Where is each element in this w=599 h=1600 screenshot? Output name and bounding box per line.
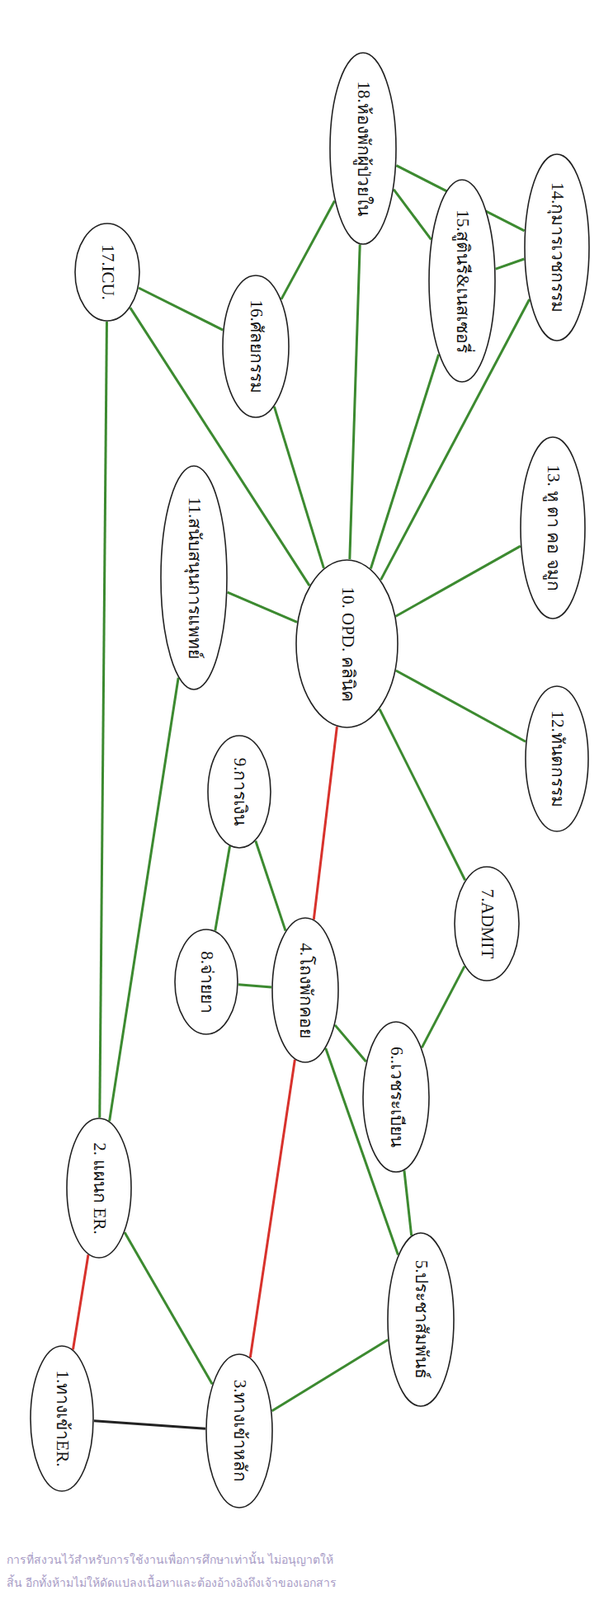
connector-line (313, 726, 337, 920)
connector-line (495, 259, 525, 269)
connector-line (94, 1421, 206, 1430)
watermark-text: สิ้น อีกทั้งห้ามไม่ให้ดัดแปลงเนื้อหาและต… (6, 1574, 337, 1593)
room-ellipse: 1.ทางเข้าER. (29, 1345, 95, 1493)
room-label: 8.จ่ายยา (195, 951, 217, 1015)
room-label: 17.ICU. (96, 244, 118, 301)
room-label: 9.การเงิน (228, 758, 250, 827)
room-ellipse: 16.ศัลยกรรม (221, 274, 290, 419)
connector-line (124, 1232, 213, 1385)
connector-line (99, 321, 108, 1118)
connector-line (249, 1060, 295, 1359)
connector-line (238, 985, 272, 988)
room-ellipse: 15.สูตินรี&เนสเซอรี่ (428, 179, 496, 383)
room-label: 6..เวชระเบียน (385, 1047, 406, 1148)
connector-line (109, 678, 180, 1123)
connector-line (349, 245, 360, 561)
room-label: 5.ประชาสัมพันธ์ (410, 1260, 431, 1381)
room-ellipse: 18.ห้องพักผู้ป่วยใน (329, 51, 397, 246)
room-ellipse: 5.ประชาสัมพันธ์ (386, 1232, 455, 1408)
room-label: 2. แผนก ER. (88, 1142, 109, 1235)
room-label: 16.ศัลยกรรม (245, 299, 266, 393)
room-ellipse: 14.กุมารเวชกรรม (523, 153, 590, 342)
room-ellipse: 10. OPD. คลินิค (295, 559, 399, 729)
room-label: 4.โถงพักคอย (294, 943, 316, 1039)
connector-line (396, 546, 521, 617)
room-label: 15.สูตินรี&เนสเซอรี่ (451, 209, 472, 354)
connector-line (72, 1254, 89, 1350)
room-ellipse: 6..เวชระเบียน (362, 1021, 430, 1174)
room-ellipse: 4.โถงพักคอย (271, 917, 340, 1064)
connector-line (138, 287, 223, 331)
connector-line (334, 1025, 367, 1062)
room-label: 10. OPD. คลินิค (336, 586, 358, 702)
room-label: 11.สนับสนุนการแพทย์ (183, 496, 204, 659)
room-label: 1.ทางเข้าER. (51, 1371, 72, 1468)
room-label: 13. หู ตา คอ จมูก (542, 464, 563, 591)
connector-line (379, 709, 466, 881)
room-ellipse: 17.ICU. (74, 222, 141, 322)
connector-line (404, 1170, 412, 1236)
connector-line (396, 670, 526, 742)
room-ellipse: 8.จ่ายยา (174, 929, 239, 1036)
room-label: 7.ADMIT (476, 889, 497, 960)
room-ellipse: 2. แผนก ER. (66, 1117, 133, 1260)
room-ellipse: 12.ทันตกรรม (524, 685, 590, 833)
connector-line (227, 592, 298, 623)
connector-line (393, 189, 431, 241)
room-ellipse: 9.การเงิน (207, 735, 272, 849)
connector-line (215, 846, 231, 932)
room-ellipse: 11.สนับสนุนการแพทย์ (160, 465, 228, 691)
room-label: 18.ห้องพักผู้ป่วยใน (352, 80, 373, 216)
room-label: 12.ทันตกรรม (546, 710, 567, 807)
room-label: 3.ทางเข้าหลัก (228, 1380, 250, 1484)
room-label: 14.กุมารเวชกรรม (546, 182, 567, 313)
room-ellipse: 3.ทางเข้าหลัก (205, 1353, 274, 1510)
connector-line (272, 1339, 389, 1411)
connector-line (273, 406, 324, 569)
connector-line (255, 840, 286, 931)
connector-line (421, 966, 465, 1049)
room-ellipse: 7.ADMIT (453, 866, 520, 982)
connector-line (281, 201, 335, 300)
watermark-text: การที่สงวนไว้สำหรับการใช้งานเพื่อการศึกษ… (6, 1551, 334, 1570)
room-ellipse: 13. หู ตา คอ จมูก (519, 436, 586, 620)
